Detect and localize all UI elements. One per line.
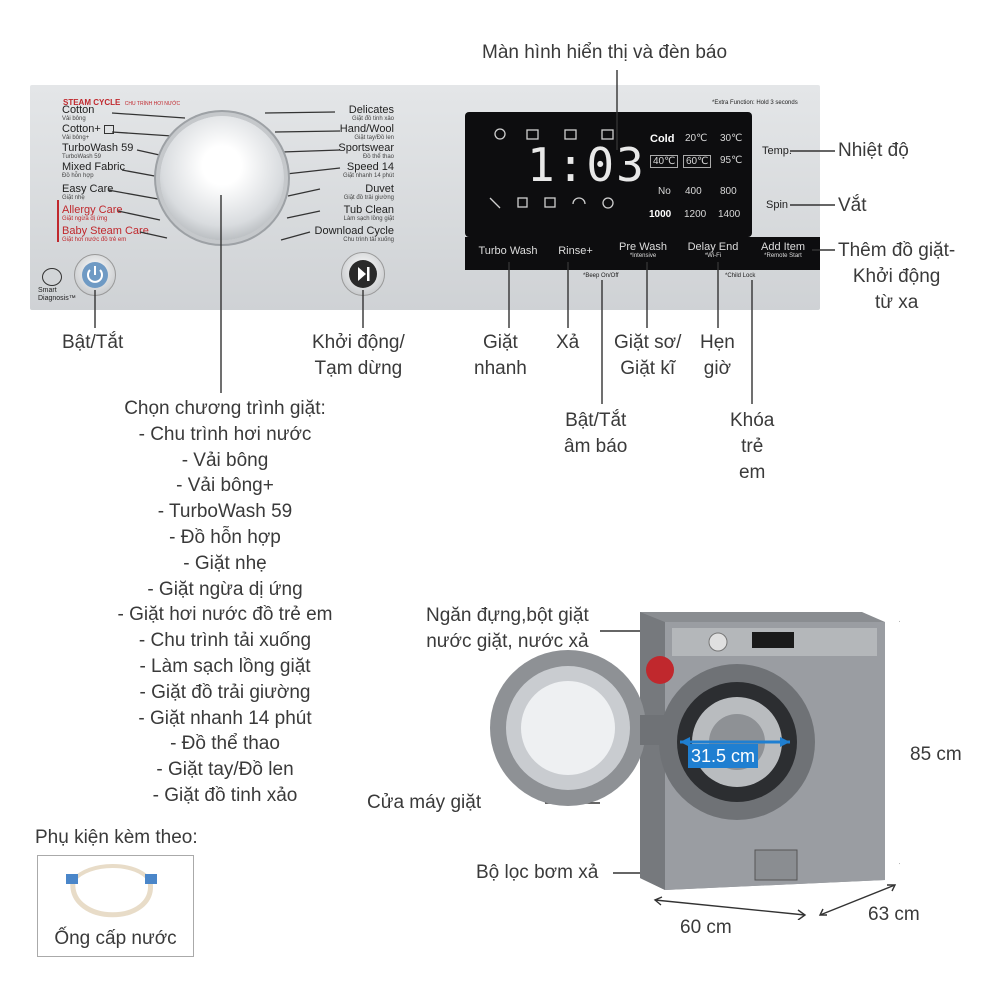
- list-item: - Giặt tay/Đồ len: [156, 759, 294, 781]
- depth-dimension: 63 cm: [868, 904, 920, 925]
- spin-button[interactable]: Spin: [765, 199, 789, 211]
- start-pause-annotation: Khởi động/ Tạm dừng: [312, 332, 405, 379]
- program-list: Chọn chương trình giặt: - Chu trình hơi …: [100, 396, 350, 809]
- list-item: - Chu trình hơi nước: [138, 423, 312, 445]
- temp-40: 40℃: [650, 155, 679, 168]
- list-item: - Vải bông+: [176, 475, 274, 497]
- extra-function-note: *Extra Function: Hold 3 seconds: [712, 100, 798, 106]
- steam-cycle-title: STEAM CYCLE: [63, 98, 121, 107]
- temp-annotation: Nhiệt độ: [838, 140, 909, 161]
- accessory-box: Ống cấp nước: [37, 855, 194, 957]
- power-button[interactable]: [74, 254, 116, 296]
- pre-wash-button[interactable]: Pre Wash*Intensive: [619, 241, 667, 259]
- add-item-annotation: Thêm đồ giặt- Khởi động từ xa: [838, 240, 956, 313]
- play-pause-icon: [349, 260, 377, 288]
- child-lock-annotation: Khóa trẻ em: [730, 410, 775, 483]
- temp-button[interactable]: Temp.: [762, 145, 792, 157]
- beep-note: *Beep On/Off: [583, 273, 619, 279]
- power-icon: [82, 262, 108, 288]
- accessory-name: Ống cấp nước: [54, 928, 177, 949]
- smart-diagnosis-label: Smart Diagnosis™: [38, 287, 76, 302]
- washing-machine-illustration: [490, 612, 900, 920]
- cotton-plus-icon: [103, 124, 114, 134]
- temp-95: 95℃: [720, 155, 743, 166]
- display-icons: [489, 128, 614, 209]
- height-dimension: 85 cm: [910, 744, 962, 765]
- turbo-wash-button[interactable]: Turbo Wash: [478, 245, 538, 257]
- delay-end-button[interactable]: Delay End*Wi-Fi: [687, 241, 739, 259]
- list-item: - Chu trình tải xuống: [138, 630, 312, 652]
- list-item: - Đồ thể thao: [170, 733, 280, 755]
- spin-400: 400: [685, 186, 702, 197]
- display-screen: [465, 112, 752, 237]
- program-list-title: Chọn chương trình giặt:: [124, 398, 326, 419]
- temp-30: 30℃: [720, 133, 743, 144]
- button-strip: [465, 237, 820, 270]
- spin-annotation: Vắt: [838, 195, 867, 216]
- steam-cycle-sub: CHU TRÌNH HƠI NƯỚC: [124, 101, 181, 107]
- list-item: - Giặt nhẹ: [183, 552, 267, 574]
- temp-cold: Cold: [650, 133, 675, 145]
- list-item: - TurboWash 59: [157, 501, 293, 523]
- steam-cycle-bracket: [57, 200, 59, 242]
- smart-diagnosis-icon: [42, 268, 62, 286]
- temp-60: 60℃: [683, 155, 712, 168]
- turbo-wash-annotation: Giặt nhanh: [474, 332, 527, 379]
- spin-1000: 1000: [649, 209, 672, 220]
- cycle-time-readout: 1:03: [527, 138, 646, 192]
- width-dimension: 60 cm: [680, 917, 732, 938]
- spin-800: 800: [720, 186, 737, 197]
- program-cotton-plus[interactable]: Cotton+ Vải bông+: [62, 123, 114, 142]
- list-item: - Giặt đồ trải giường: [139, 681, 311, 703]
- accessory-title: Phụ kiện kèm theo:: [35, 827, 198, 848]
- steam-cycle-heading: STEAM CYCLE CHU TRÌNH HƠI NƯỚC: [63, 92, 180, 110]
- spin-no: No: [658, 186, 671, 197]
- program-knob[interactable]: [160, 116, 284, 240]
- add-item-button[interactable]: Add Item*Remote Start: [760, 241, 806, 259]
- list-item: - Giặt đồ tinh xảo: [152, 784, 298, 806]
- prewash-annotation: Giặt sơ/ Giặt kĩ: [614, 332, 682, 379]
- child-lock-note: *Child Lock: [725, 273, 756, 279]
- filter-annotation: Bộ lọc bơm xả: [476, 862, 599, 883]
- list-item: - Đồ hỗn hợp: [169, 526, 281, 548]
- door-annotation: Cửa máy giặt: [367, 792, 482, 813]
- beep-annotation: Bật/Tắt âm báo: [564, 410, 628, 457]
- list-item: - Vải bông: [181, 449, 269, 471]
- detergent-annotation: Ngăn đựng,bột giặt nước giặt, nước xả: [426, 605, 589, 652]
- spin-1200: 1200: [684, 209, 707, 220]
- list-item: - Giặt nhanh 14 phút: [138, 707, 312, 729]
- list-item: - Làm sạch lồng giặt: [139, 655, 311, 677]
- rinse-plus-button[interactable]: Rinse+: [558, 245, 593, 257]
- temp-20: 20℃: [685, 133, 708, 144]
- rinse-annotation: Xả: [556, 332, 580, 353]
- list-item: - Giặt hơi nước đồ trẻ em: [117, 604, 333, 626]
- drum-diameter-label: 31.5 cm: [688, 744, 759, 768]
- list-item: - Giặt ngừa dị ứng: [147, 578, 303, 600]
- power-annotation: Bật/Tắt: [62, 332, 124, 353]
- water-hose-icon: [66, 864, 157, 918]
- delay-end-annotation: Hẹn giờ: [700, 332, 735, 379]
- spin-1400: 1400: [718, 209, 741, 220]
- display-annotation: Màn hình hiển thị và đèn báo: [482, 42, 728, 63]
